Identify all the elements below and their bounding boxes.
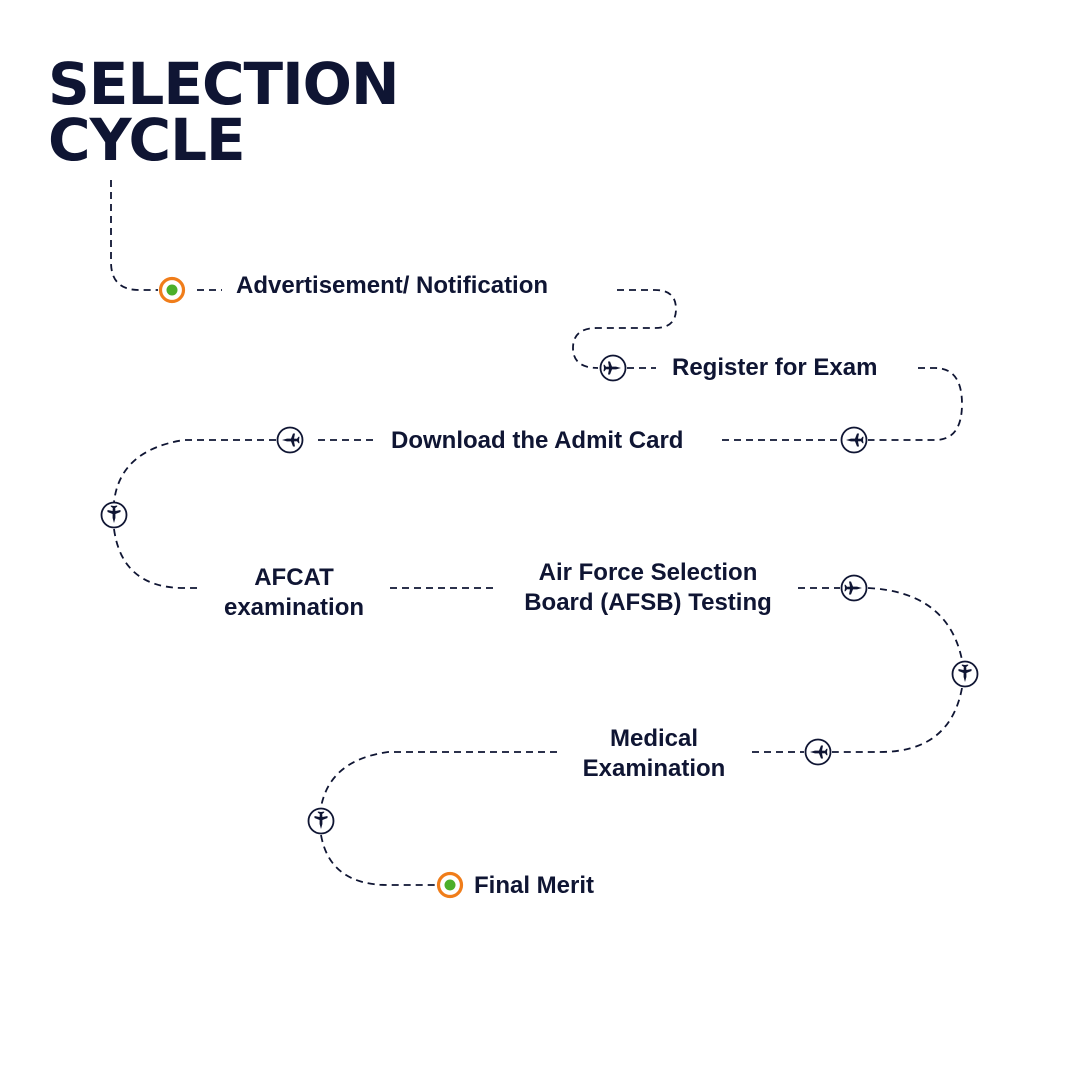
- jet-icon: [840, 426, 868, 454]
- step-label-final-merit: Final Merit: [474, 872, 595, 899]
- connector-medical-left: [320, 751, 557, 808]
- step-label-admit-card: Download the Admit Card: [391, 427, 684, 454]
- end-dot-icon: [436, 871, 464, 899]
- afsb-line-2: Board (AFSB) Testing: [524, 589, 772, 616]
- afcat-line-1: AFCAT: [254, 564, 334, 591]
- jet-icon: [840, 574, 868, 602]
- connector-advertisement-to-register: [572, 289, 677, 369]
- connector-title-to-advertisement: [110, 180, 158, 291]
- title-line-2: CYCLE: [48, 106, 246, 174]
- afcat-line-2: examination: [223, 594, 365, 621]
- jet-icon: [804, 738, 832, 766]
- step-label-medical: Medical Examination: [560, 724, 748, 784]
- connector-admit-to-left-loop: [113, 439, 276, 503]
- step-label-afsb: Air Force Selection Board (AFSB) Testing: [498, 558, 798, 618]
- step-label-afcat: AFCAT examination: [204, 563, 384, 623]
- medical-line-2: Examination: [582, 755, 726, 782]
- page-title: SELECTION CYCLE: [48, 50, 400, 174]
- start-dot-icon: [158, 276, 186, 304]
- connector-right-loop-top: [867, 587, 963, 661]
- jet-icon: [951, 660, 979, 688]
- afsb-line-1: Air Force Selection: [538, 559, 758, 586]
- step-label-advertisement: Advertisement/ Notification: [236, 272, 549, 299]
- jet-icon: [276, 426, 304, 454]
- jet-icon: [100, 501, 128, 529]
- connector-register-to-admit: [868, 367, 963, 441]
- connector-right-loop-bottom: [832, 687, 963, 753]
- medical-line-1: Medical: [609, 725, 699, 752]
- jet-icon: [307, 807, 335, 835]
- step-label-register: Register for Exam: [672, 354, 878, 381]
- jet-icon: [599, 354, 627, 382]
- connector-to-final-merit: [320, 834, 436, 886]
- title-line-1: SELECTION: [48, 50, 400, 118]
- connector-left-loop-to-afcat: [113, 528, 200, 589]
